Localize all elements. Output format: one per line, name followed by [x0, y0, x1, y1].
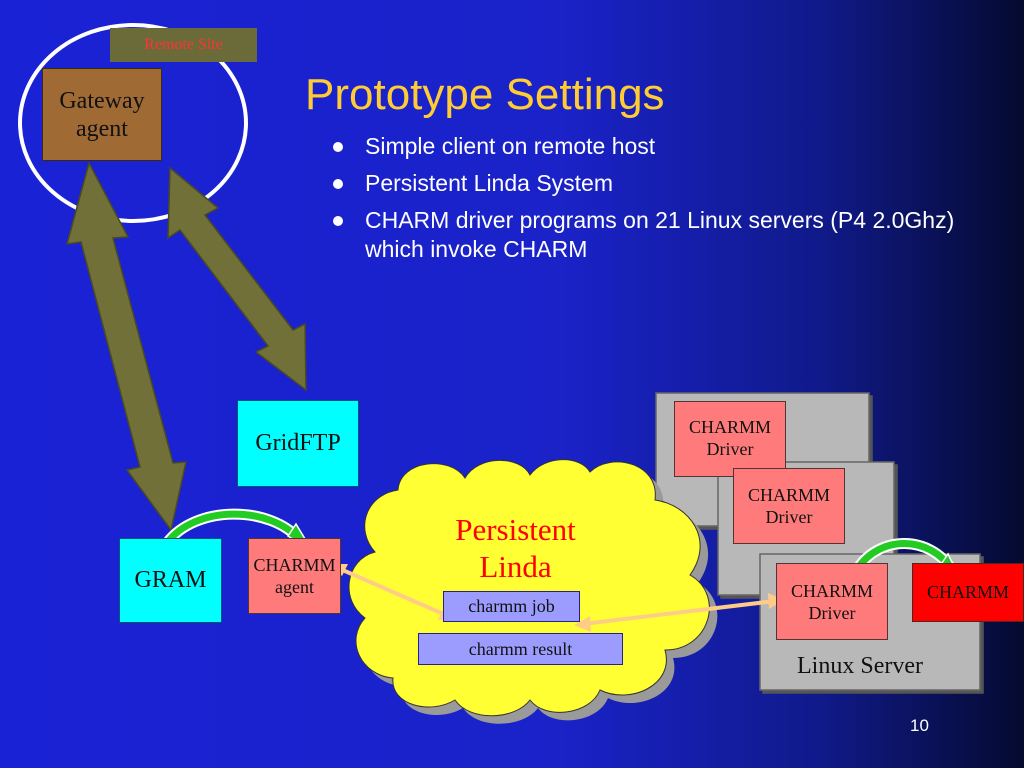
bullet-dot-icon [333, 179, 343, 189]
gateway-gram-arrow [65, 160, 187, 532]
bullet-item: CHARM driver programs on 21 Linux server… [330, 206, 970, 264]
bullet-list: Simple client on remote host Persistent … [330, 132, 970, 272]
bullet-text: Persistent Linda System [365, 170, 614, 196]
gram-box[interactable]: GRAM [119, 538, 222, 623]
gridftp-box[interactable]: GridFTP [237, 400, 359, 487]
gateway-agent-box[interactable]: Gateway agent [42, 68, 162, 161]
persistent-linda-label: Persistent Linda [455, 512, 576, 584]
bullet-item: Simple client on remote host [330, 132, 970, 161]
charmm-driver-box-2[interactable]: CHARMM Driver [733, 468, 845, 544]
bullet-item: Persistent Linda System [330, 169, 970, 198]
remote-site-label: Remote Site [110, 28, 257, 62]
charmm-agent-box[interactable]: CHARMM agent [248, 538, 341, 614]
remote-site-ellipse [18, 23, 248, 223]
slide-title: Prototype Settings [305, 70, 665, 119]
charmm-job-tuple[interactable]: charmm job [443, 591, 580, 622]
bullet-dot-icon [333, 216, 343, 226]
charmm-box[interactable]: CHARMM [912, 563, 1024, 622]
charmm-driver-box-3[interactable]: CHARMM Driver [776, 563, 888, 640]
bullet-text: Simple client on remote host [365, 133, 656, 159]
bullet-text: CHARM driver programs on 21 Linux server… [365, 207, 955, 262]
charmm-driver-box-1[interactable]: CHARMM Driver [674, 401, 786, 477]
gateway-gridftp-arrow [167, 166, 307, 392]
bullet-dot-icon [333, 142, 343, 152]
page-number: 10 [910, 716, 929, 735]
charmm-result-tuple[interactable]: charmm result [418, 633, 623, 665]
linux-server-label: Linux Server [797, 652, 923, 679]
